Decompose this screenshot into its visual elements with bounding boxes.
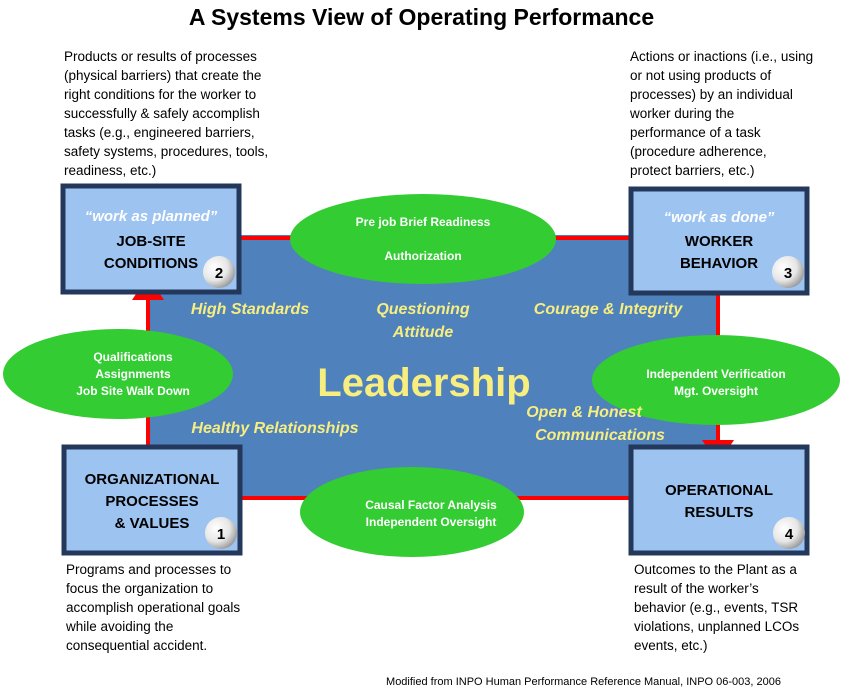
org-description: Programs and processes to focus the orga… — [66, 560, 240, 655]
job-site-conditions-box: “work as planned” JOB-SITE CONDITIONS 2 — [60, 183, 242, 295]
number-badge — [203, 256, 235, 288]
causal-factor-ellipse: Causal Factor Analysis Independent Overs… — [300, 467, 524, 557]
ellipse-label: Mgt. Oversight — [674, 384, 758, 398]
desc-line: consequential accident. — [66, 638, 208, 653]
desc-line: Outcomes to the Plant as a — [634, 562, 797, 577]
box-label: & VALUES — [115, 515, 190, 532]
operational-results-box: OPERATIONAL RESULTS 4 — [628, 444, 810, 556]
box-label: ORGANIZATIONAL — [85, 471, 220, 488]
qualifications-ellipse: Qualifications Assignments Job Site Walk… — [3, 329, 233, 419]
desc-line: tasks (e.g., engineered barriers, — [64, 125, 255, 140]
box-label: RESULTS — [685, 504, 754, 521]
box-label: PROCESSES — [105, 493, 198, 510]
box-label: BEHAVIOR — [680, 255, 758, 272]
box-label: JOB-SITE — [116, 233, 185, 250]
desc-line: protect barriers, etc.) — [630, 163, 755, 178]
ellipse-label: Independent Oversight — [366, 515, 497, 529]
number-badge — [773, 517, 805, 549]
desc-line: behavior (e.g., events, TSR — [634, 600, 799, 615]
ellipse-label: Causal Factor Analysis — [365, 498, 497, 512]
desc-line: result of the worker’s — [634, 581, 759, 596]
ellipse-label: Independent Verification — [646, 367, 785, 381]
organizational-processes-box: ORGANIZATIONAL PROCESSES & VALUES 1 — [61, 444, 243, 556]
desc-line: Products or results of processes — [64, 49, 257, 64]
desc-line: successfully & safely accomplish — [64, 106, 260, 121]
number-badge — [205, 517, 237, 549]
box-subtitle: “work as done” — [664, 209, 775, 226]
desc-line: focus the organization to — [66, 581, 214, 596]
ellipse-label: Pre job Brief Readiness — [356, 215, 491, 229]
job-site-description: Products or results of processes (physic… — [64, 47, 268, 180]
desc-line: worker during the — [630, 106, 735, 121]
value-courage-integrity: Courage & Integrity — [534, 301, 684, 318]
worker-description: Actions or inactions (i.e., using or not… — [630, 47, 813, 180]
number-badge — [772, 256, 804, 288]
number-label: 4 — [785, 526, 794, 543]
value-high-standards: High Standards — [191, 301, 309, 318]
ellipse-label: Qualifications — [93, 350, 173, 364]
desc-line: accomplish operational goals — [66, 600, 241, 615]
desc-line: Programs and processes to — [66, 562, 232, 577]
number-label: 1 — [217, 526, 225, 543]
value-open-honest: Open & Honest — [526, 404, 642, 421]
desc-line: or not using products of — [630, 68, 772, 83]
desc-line: processes) by an individual — [630, 87, 793, 102]
desc-line: (physical barriers) that create the — [64, 68, 262, 83]
desc-line: readiness, etc.) — [64, 163, 157, 178]
box-label: OPERATIONAL — [665, 482, 773, 499]
desc-line: events, etc.) — [634, 638, 708, 653]
desc-line: safety systems, procedures, tools, — [64, 144, 269, 159]
desc-line: (procedure adherence, — [630, 144, 767, 159]
desc-line: Actions or inactions (i.e., using — [630, 49, 814, 64]
number-label: 2 — [215, 265, 223, 282]
desc-line: right conditions for the worker to — [64, 87, 257, 102]
value-healthy-relationships: Healthy Relationships — [191, 420, 358, 437]
worker-behavior-box: “work as done” WORKER BEHAVIOR 3 — [628, 186, 810, 296]
independent-verification-ellipse: Independent Verification Mgt. Oversight — [592, 335, 840, 425]
ellipse-label: Assignments — [95, 367, 171, 381]
pre-job-brief-ellipse: Pre job Brief Readiness Authorization — [290, 194, 556, 284]
value-communications: Communications — [535, 427, 665, 444]
leadership-label: Leadership — [317, 361, 530, 405]
ellipse-label: Authorization — [384, 249, 461, 263]
box-label: CONDITIONS — [104, 255, 198, 272]
desc-line: violations, unplanned LCOs — [634, 619, 800, 634]
desc-line: performance of a task — [630, 125, 761, 140]
value-questioning: Questioning — [376, 301, 470, 318]
number-label: 3 — [784, 265, 792, 282]
results-description: Outcomes to the Plant as a result of the… — [634, 560, 799, 655]
page-title: A Systems View of Operating Performance — [188, 4, 655, 30]
ellipse-label: Job Site Walk Down — [76, 384, 190, 398]
box-subtitle: “work as planned” — [85, 208, 218, 225]
source-credit: Modified from INPO Human Performance Ref… — [386, 676, 781, 688]
box-label: WORKER — [685, 233, 753, 250]
value-questioning: Attitude — [392, 324, 454, 341]
desc-line: while avoiding the — [66, 619, 174, 634]
